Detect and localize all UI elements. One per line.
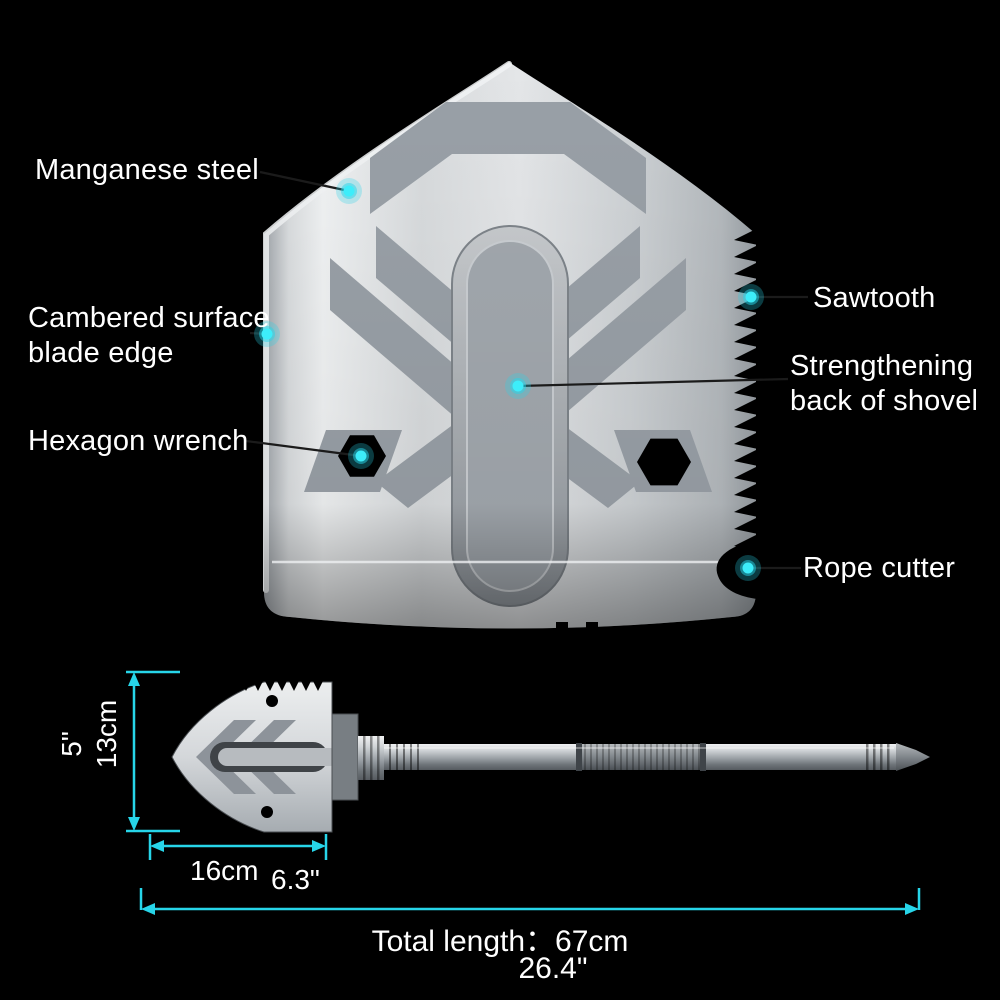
callout-dots [254,178,764,581]
collar-groove [363,736,366,780]
leader-strengthening [517,377,789,388]
callout-leaders [245,170,808,570]
dim-text-total-length-imperial: 26.4" [518,952,588,985]
small-head-hole [266,695,278,707]
ring-groove [887,744,890,770]
sawtooth-edge [734,228,758,551]
ring-groove [403,744,405,770]
dim-text-head-width-imperial: 6.3" [271,864,320,895]
callout-label-line: Strengthening [790,350,974,382]
leader-hexagon [245,439,362,458]
ring-groove [866,744,869,770]
dot-sawtooth [738,284,764,310]
callout-label-cambered-blade-edge: Cambered surface blade edge [28,301,270,371]
ring-groove [417,744,419,770]
ring-groove [410,744,412,770]
small-head-sawtooth [240,679,324,691]
bottom-notch [586,622,598,634]
handle-grip-knurl [582,744,700,770]
blade-bottom-shading [264,62,756,629]
handle-tube-front [424,744,576,770]
assembled-shovel-graphic [171,679,930,833]
dot-cambered [254,321,280,347]
dim-text-head-length-metric: 13cm [91,699,122,769]
hinge-collar [358,736,384,780]
collar-groove [370,736,373,780]
dimension-head-length [126,670,180,833]
handle-ringed-section [384,744,424,770]
dot-manganese [336,178,362,204]
callout-label-line: back of shovel [790,385,979,417]
ring-groove [389,744,391,770]
bottom-notch [556,622,568,634]
shovel-head-graphic [263,61,758,634]
callout-label-sawtooth: Sawtooth [813,282,936,314]
handle-tube-rear [706,744,862,770]
handle-joint-ring [700,743,706,771]
callout-label-line: blade edge [28,337,174,369]
callout-label-manganese-steel: Manganese steel [35,154,259,186]
dot-strengthening [505,373,531,399]
dimension-graphics [126,670,921,915]
handle-joint-ring [576,743,582,771]
dim-text-total-length: Total length：67cm [371,925,629,958]
handle-tip [896,743,930,771]
handle-highlight [384,747,894,749]
dot-rope-cutter [735,555,761,581]
ring-groove [873,744,876,770]
small-head-rod [218,748,340,766]
ring-groove [396,744,398,770]
dim-text-head-width-metric: 16cm [190,855,259,886]
callout-label-strengthening-back: Strengthening back of shovel [790,349,978,419]
callout-label-rope-cutter: Rope cutter [803,552,956,584]
handle-end-collar [862,744,896,770]
hexagon-hole-right [637,438,691,486]
collar-groove [377,736,380,780]
small-head-hole [261,806,273,818]
dot-hexagon [348,443,374,469]
dimension-head-width [148,834,328,860]
ring-groove [880,744,883,770]
dim-text-head-length-imperial: 5" [56,731,87,757]
callout-label-line: Cambered surface [28,302,270,334]
rope-cutter-notch [716,540,758,599]
callout-label-hexagon-wrench: Hexagon wrench [28,425,249,457]
dimension-total-length [139,888,921,915]
hinge-block [331,713,359,801]
leader-manganese [259,170,350,193]
